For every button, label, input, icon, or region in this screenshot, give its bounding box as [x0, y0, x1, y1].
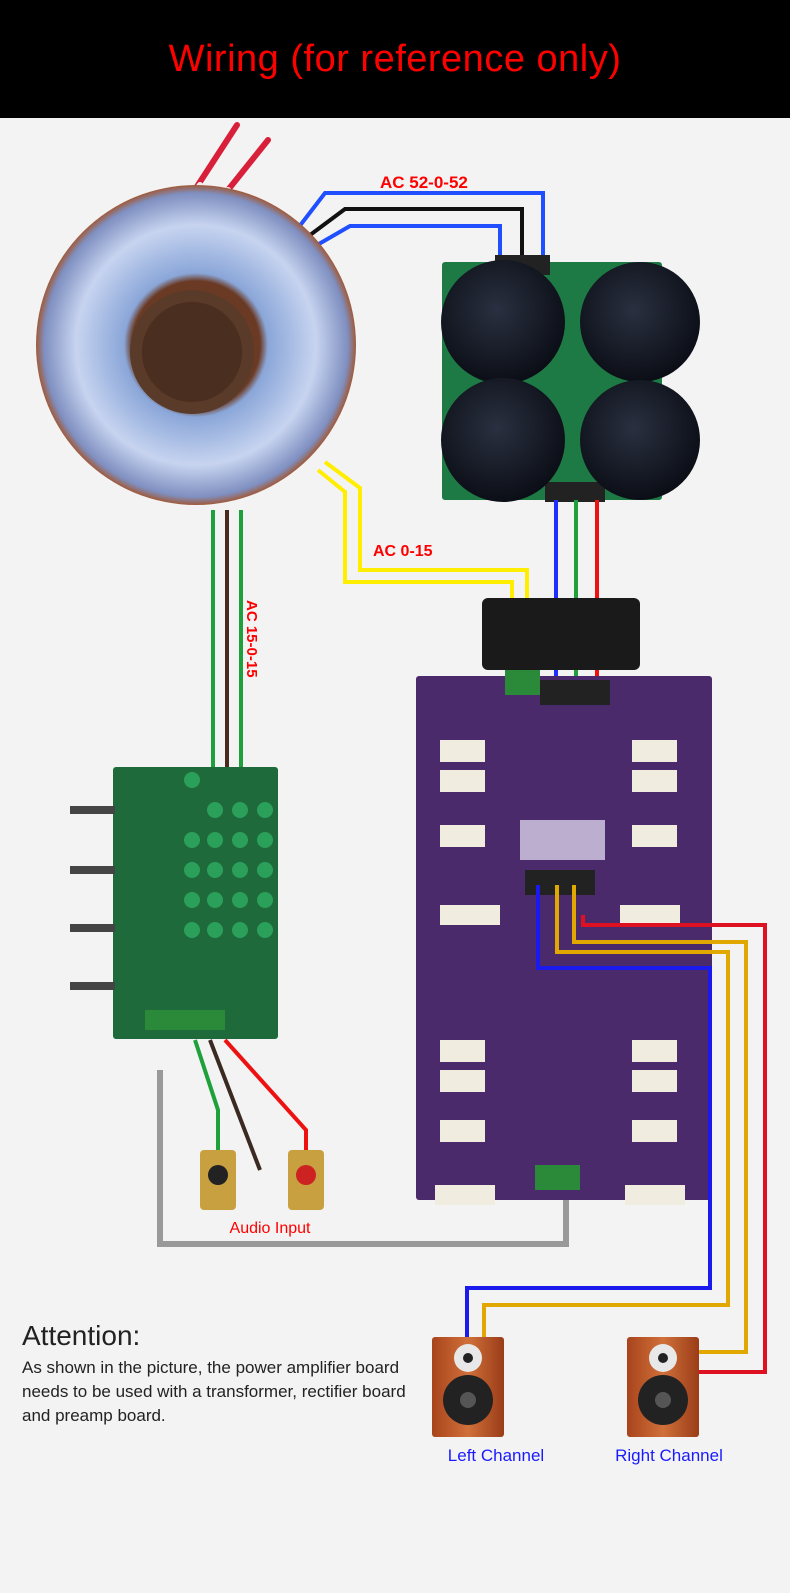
attention-body: As shown in the picture, the power ampli…: [22, 1358, 406, 1425]
label-right-channel: Right Channel: [615, 1446, 723, 1465]
toroidal-transformer: [36, 185, 356, 505]
header-banner: Wiring (for reference only): [0, 0, 790, 118]
rca-jack-right: [288, 1150, 324, 1210]
speaker-wires: [465, 885, 767, 1374]
ac-15015-wires: [211, 510, 243, 772]
label-ac-15015: AC 15-0-15: [243, 600, 260, 678]
right-speaker: [627, 1337, 699, 1437]
power-amplifier-board: [416, 598, 712, 1205]
label-left-channel: Left Channel: [448, 1446, 544, 1465]
attention-note: Attention: As shown in the picture, the …: [22, 1320, 422, 1428]
left-speaker: [432, 1337, 504, 1437]
attention-heading: Attention:: [22, 1320, 141, 1351]
label-ac-52: AC 52-0-52: [380, 173, 468, 192]
label-audio-input: Audio Input: [230, 1220, 312, 1237]
label-ac-015: AC 0-15: [373, 543, 433, 560]
rca-jack-left: [200, 1150, 236, 1210]
page-title: Wiring (for reference only): [168, 37, 622, 80]
rectifier-board: [441, 255, 700, 502]
preamp-board: [70, 767, 278, 1039]
ac-52-wires: [290, 191, 545, 262]
